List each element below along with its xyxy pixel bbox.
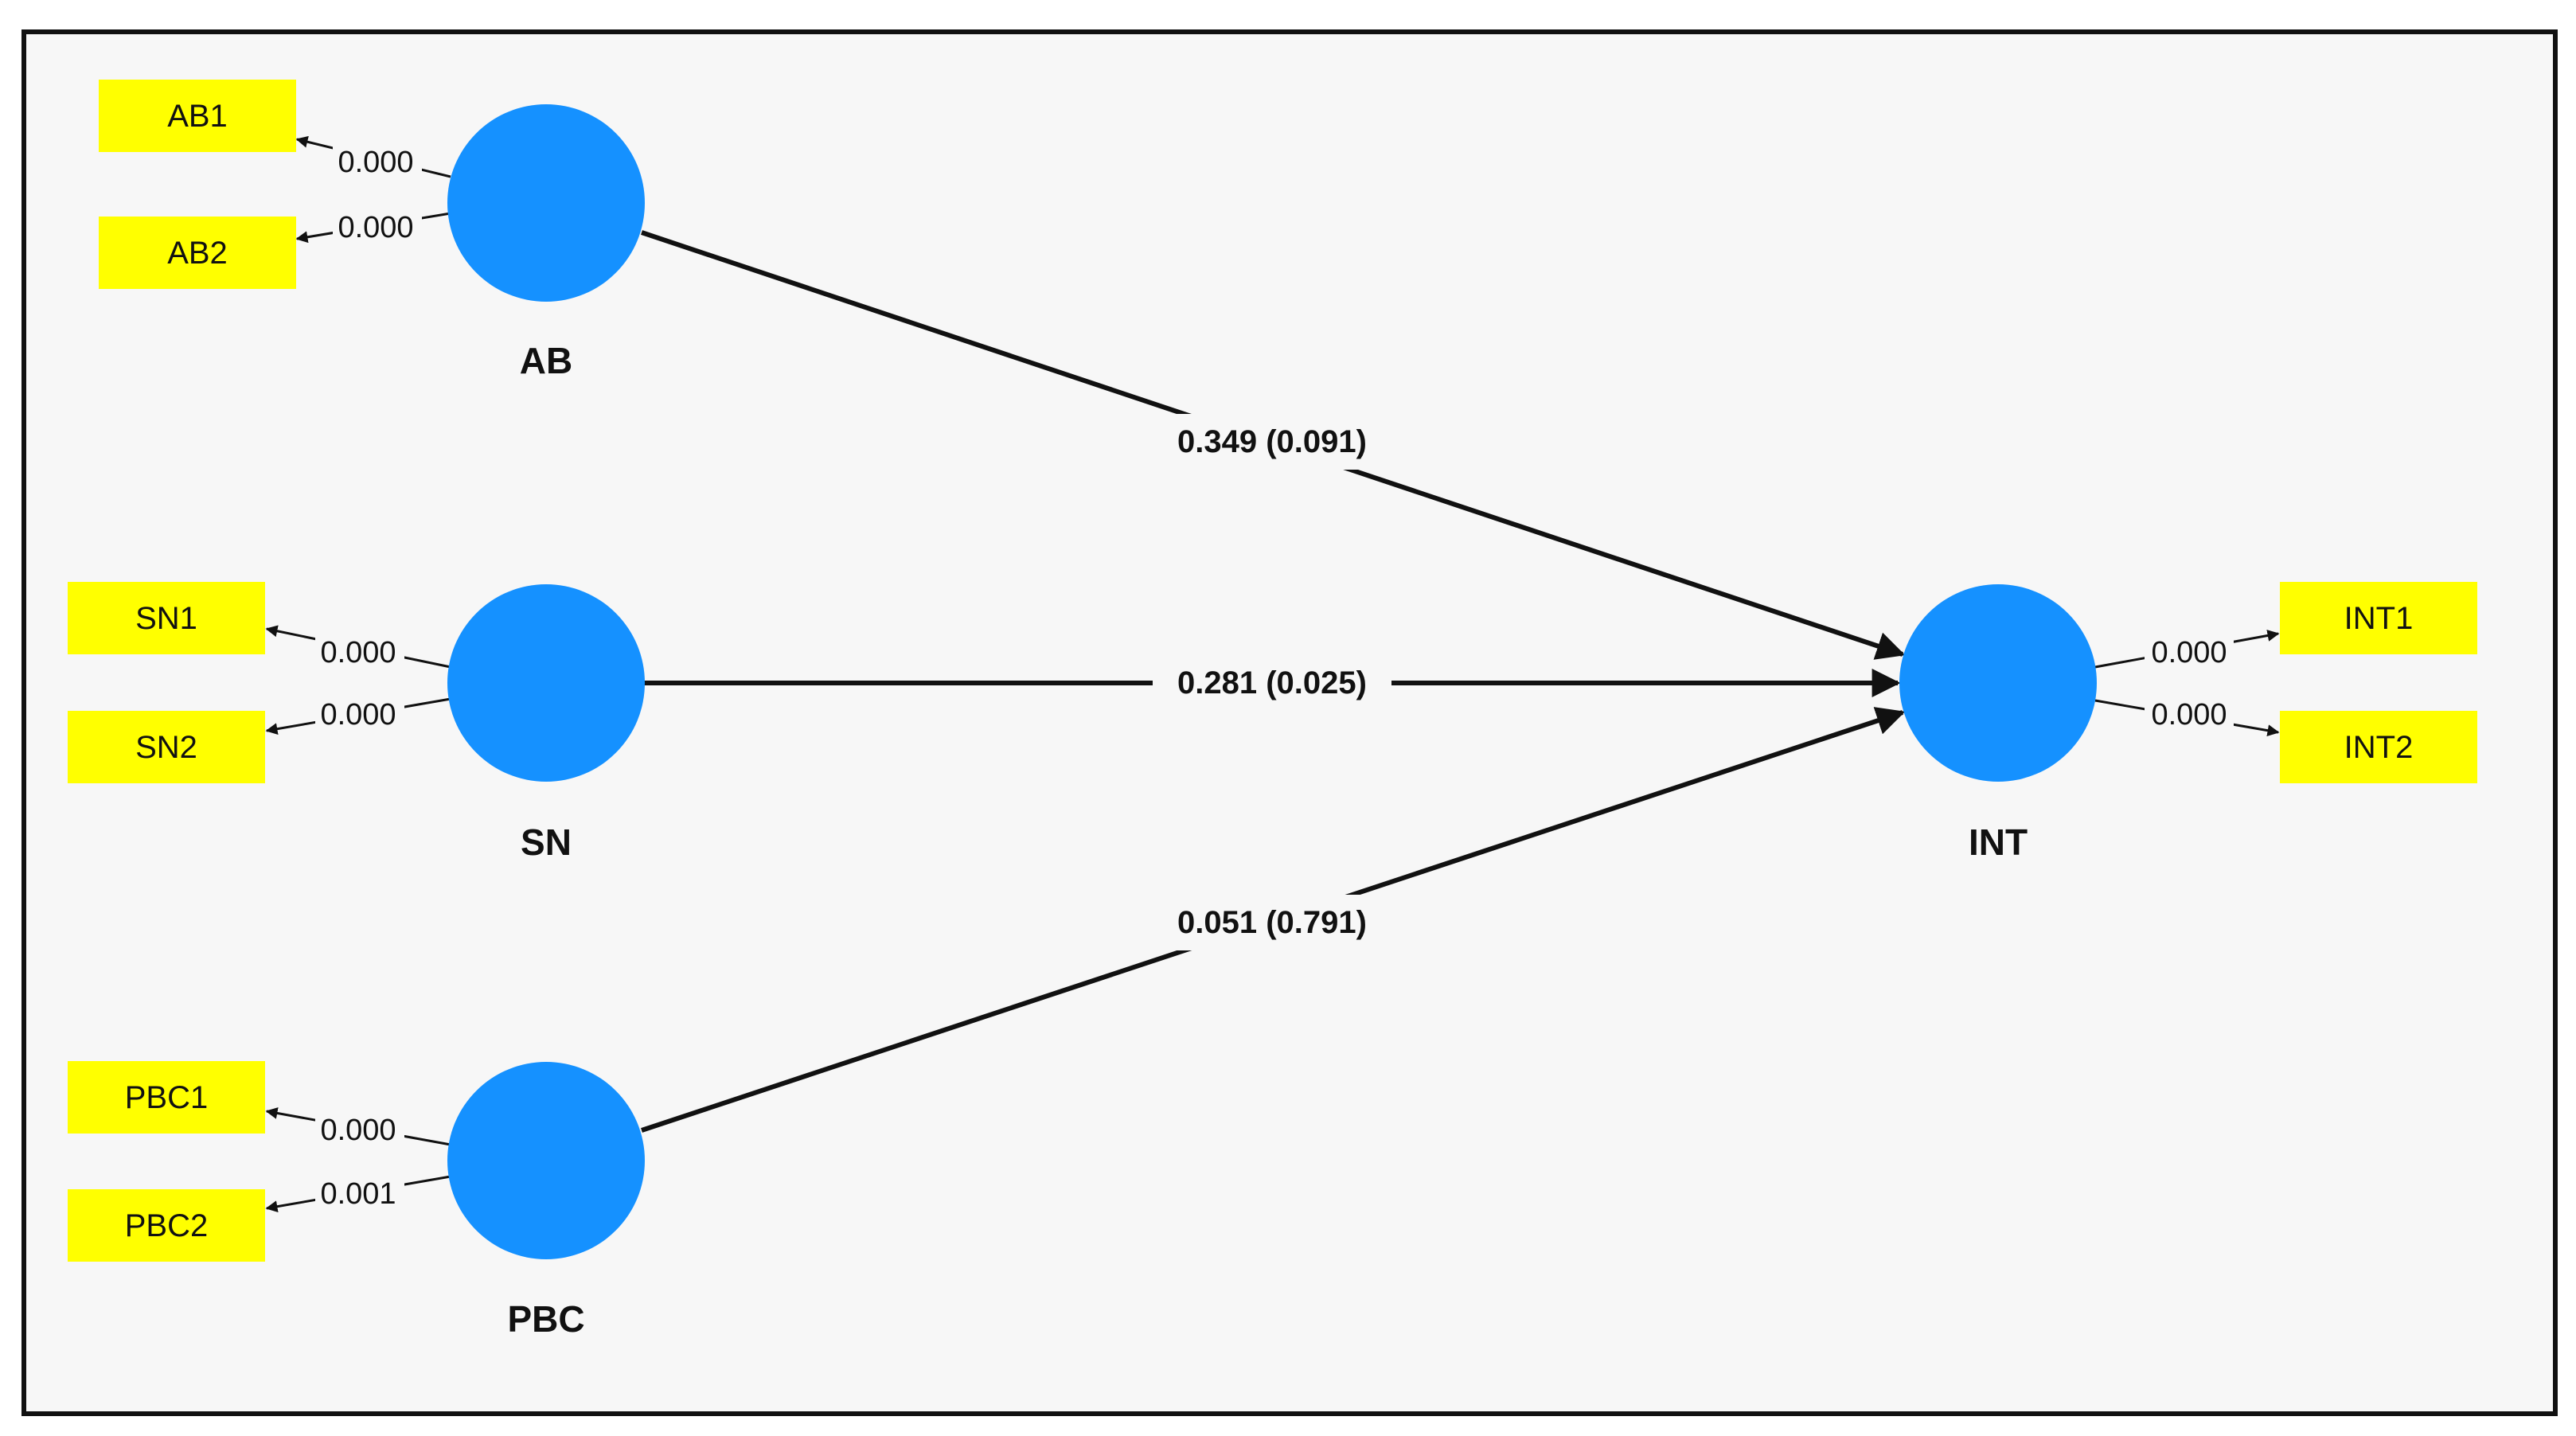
construct-int[interactable]: 0.000 0.000 INT (1899, 584, 2280, 863)
construct-circle-int[interactable] (1899, 584, 2097, 782)
construct-ab[interactable]: 0.000 0.000 AB (295, 104, 645, 381)
loading-value-ab1: 0.000 (338, 146, 413, 179)
indicator-label-sn1: SN1 (135, 601, 197, 636)
construct-circle-sn[interactable] (447, 584, 645, 782)
indicator-ab1[interactable]: AB1 (99, 80, 296, 152)
construct-label-ab: AB (520, 340, 572, 381)
loading-value-int2: 0.000 (2151, 698, 2227, 732)
indicator-label-int1: INT1 (2344, 601, 2414, 636)
loading-value-sn2: 0.000 (320, 698, 396, 732)
loading-value-ab2: 0.000 (338, 211, 413, 244)
construct-label-sn: SN (521, 821, 572, 863)
loading-value-sn1: 0.000 (320, 636, 396, 669)
indicator-ab2[interactable]: AB2 (99, 217, 296, 289)
path-coefficient-ab-int: 0.349 (0.091) (1177, 424, 1367, 459)
construct-pbc[interactable]: 0.000 0.001 PBC (265, 1062, 645, 1340)
construct-sn[interactable]: 0.000 0.000 SN (265, 584, 645, 863)
indicator-label-pbc1: PBC1 (125, 1080, 209, 1115)
path-coefficient-sn-int: 0.281 (0.025) (1177, 665, 1367, 700)
path-label-pbc-int: 0.051 (0.791) (1153, 895, 1391, 950)
loading-value-pbc2: 0.001 (320, 1177, 396, 1211)
indicator-label-sn2: SN2 (135, 730, 197, 765)
construct-circle-ab[interactable] (447, 104, 645, 302)
indicator-label-ab2: AB2 (167, 236, 228, 271)
indicator-sn1[interactable]: SN1 (68, 582, 265, 654)
path-label-ab-int: 0.349 (0.091) (1153, 414, 1391, 470)
diagram-frame (21, 29, 2558, 1416)
loading-value-int1: 0.000 (2151, 636, 2227, 669)
indicator-label-int2: INT2 (2344, 730, 2414, 765)
path-label-sn-int: 0.281 (0.025) (1153, 655, 1391, 711)
indicator-label-ab1: AB1 (167, 99, 228, 134)
path-coefficient-pbc-int: 0.051 (0.791) (1177, 905, 1367, 940)
indicator-pbc1[interactable]: PBC1 (68, 1061, 265, 1134)
indicator-pbc2[interactable]: PBC2 (68, 1189, 265, 1262)
construct-label-int: INT (1969, 821, 2028, 863)
construct-label-pbc: PBC (507, 1298, 584, 1340)
construct-circle-pbc[interactable] (447, 1062, 645, 1259)
loading-value-pbc1: 0.000 (320, 1114, 396, 1147)
indicator-sn2[interactable]: SN2 (68, 711, 265, 783)
indicator-int1[interactable]: INT1 (2280, 582, 2477, 654)
indicator-label-pbc2: PBC2 (125, 1208, 209, 1243)
indicator-int2[interactable]: INT2 (2280, 711, 2477, 783)
